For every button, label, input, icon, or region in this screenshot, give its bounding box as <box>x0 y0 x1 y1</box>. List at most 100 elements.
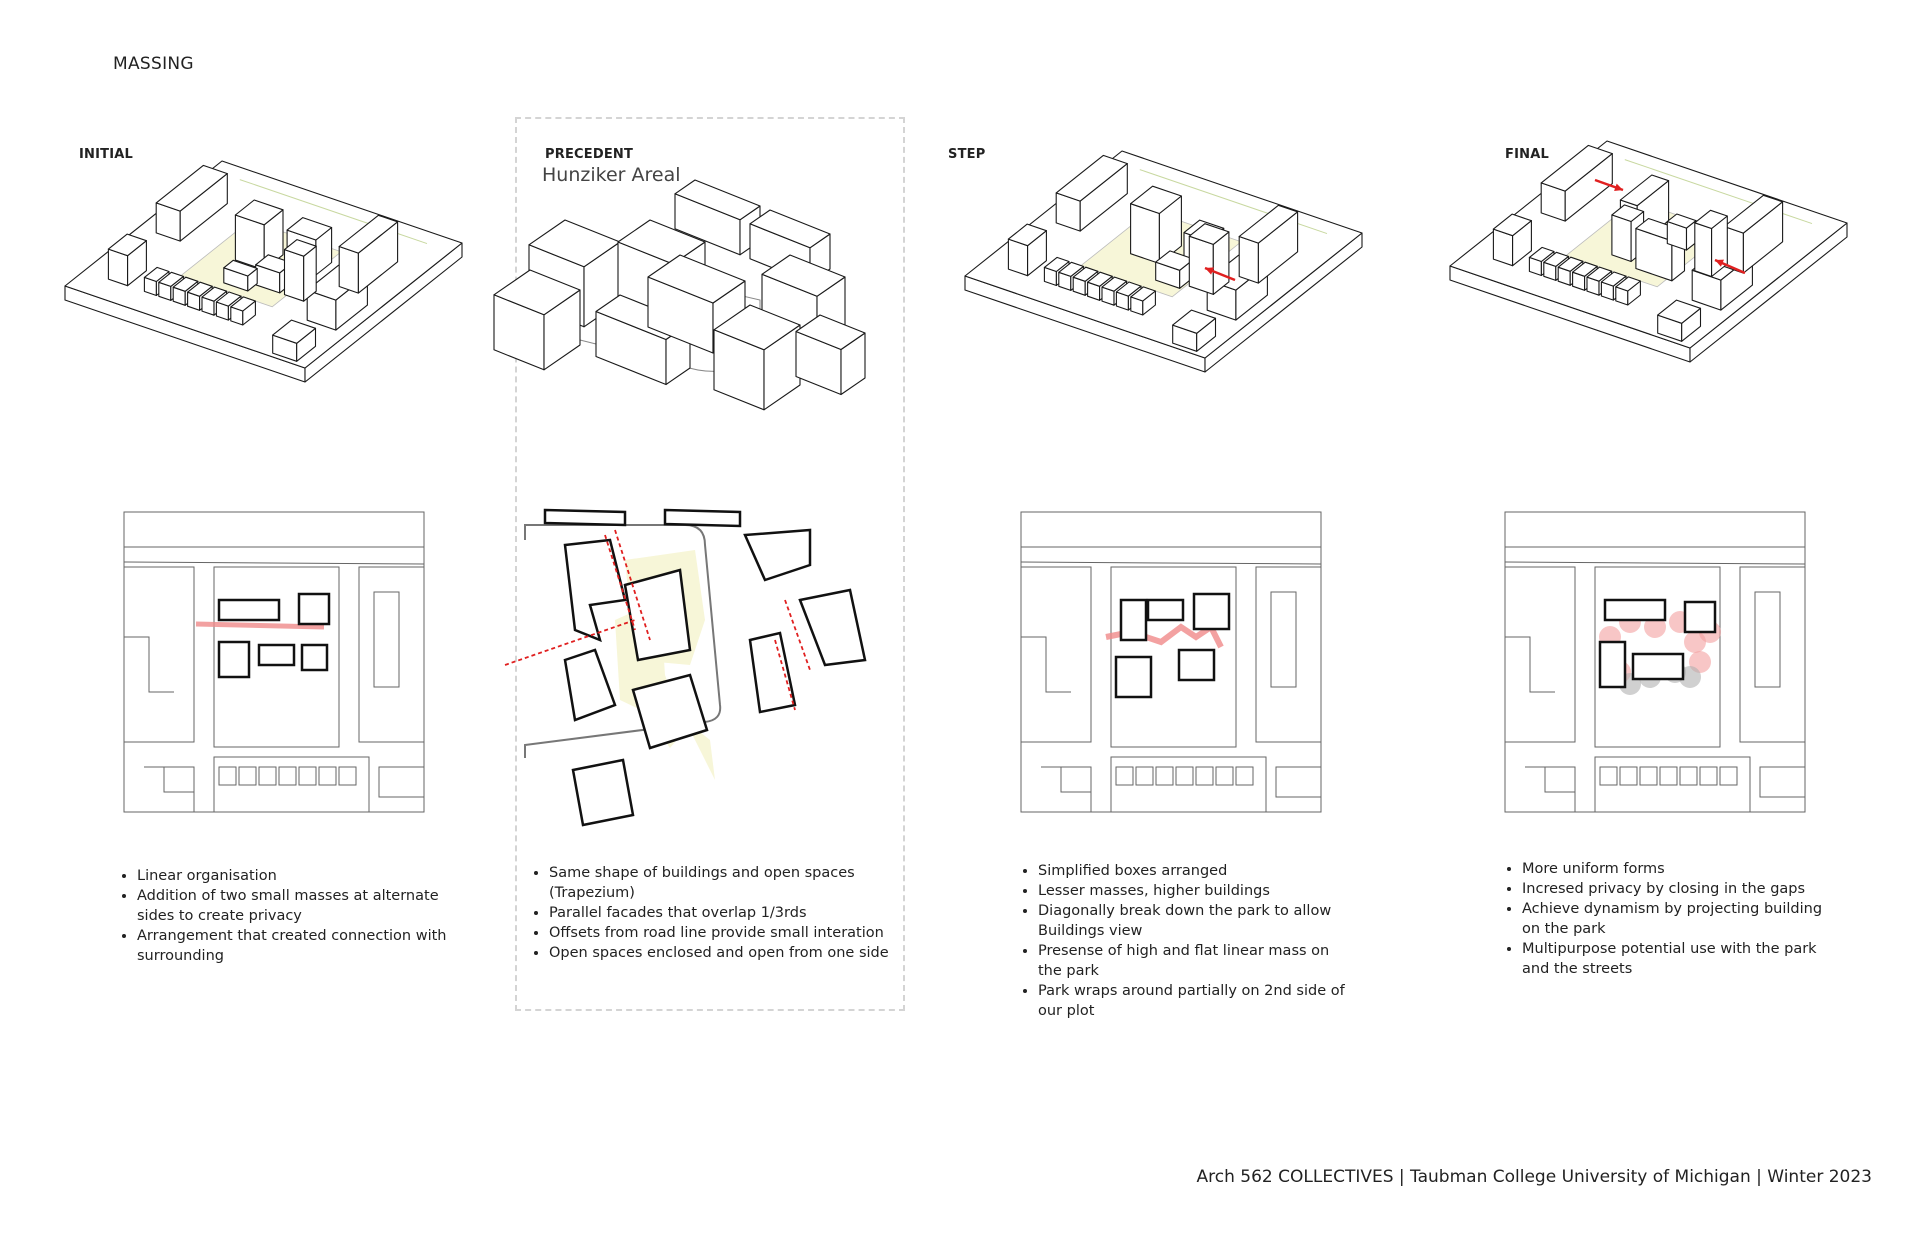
proposed-mass <box>1188 223 1230 245</box>
rowhouse <box>1215 766 1234 786</box>
block <box>623 568 692 662</box>
precedent-building <box>674 179 761 221</box>
rowhouse <box>1072 266 1099 282</box>
proposed-mass <box>300 643 329 672</box>
context-building <box>1172 309 1217 334</box>
context-building <box>1238 235 1259 284</box>
iso-massing-initial <box>64 160 463 383</box>
rowhouse <box>1528 246 1555 263</box>
block-outline <box>1594 756 1751 813</box>
proposed-mass <box>1611 214 1632 263</box>
block <box>563 538 627 643</box>
proposed-mass <box>1683 600 1717 634</box>
proposed-mass <box>1603 598 1667 622</box>
overlap-line <box>774 639 796 711</box>
block-outline <box>1021 636 1071 693</box>
proposed-mass <box>1188 235 1214 295</box>
rowhouse <box>1235 766 1254 786</box>
block-outline <box>1110 756 1267 813</box>
proposed-mass <box>1694 222 1713 278</box>
note: Open spaces enclosed and open from one s… <box>549 943 889 963</box>
label-initial: INITIAL <box>79 147 134 162</box>
footer-credit: Arch 562 COLLECTIVES | Taubman College U… <box>1196 1167 1872 1187</box>
block-outline <box>1505 636 1555 693</box>
rowhouse <box>298 766 317 786</box>
initial-notes: Linear organisation Addition of two smal… <box>121 866 447 966</box>
note: Multipurpose potential use with the park… <box>1522 939 1832 979</box>
rowhouse <box>1543 251 1569 267</box>
proposed-mass <box>283 239 317 257</box>
block-outline <box>1759 766 1806 798</box>
proposed-mass <box>1119 598 1148 642</box>
context-building <box>1492 213 1532 237</box>
overlap-line <box>614 529 651 641</box>
proposed-mass <box>1598 640 1627 689</box>
label-precedent: PRECEDENT <box>545 147 634 162</box>
street-line <box>123 561 425 565</box>
proposed-mass <box>1619 174 1670 207</box>
site-outline <box>213 566 340 748</box>
note: Same shape of buildings and open spaces … <box>549 863 889 903</box>
block-outline <box>1021 566 1092 743</box>
rowhouse <box>1135 766 1154 786</box>
proposed-mass <box>217 640 251 679</box>
proposed-mass <box>1611 204 1645 223</box>
rowhouse <box>158 271 184 287</box>
proposed-mass <box>1146 598 1185 622</box>
rowhouse <box>1557 256 1584 272</box>
street-line <box>1020 561 1322 565</box>
block-outline <box>213 756 370 813</box>
proposed-mass <box>1666 213 1697 229</box>
proposed-mass <box>1631 652 1685 681</box>
rowhouse <box>1600 271 1627 287</box>
plan-step <box>1020 511 1322 813</box>
rowhouse <box>1130 286 1156 302</box>
block <box>798 588 867 667</box>
tree-red <box>1644 616 1666 638</box>
block-outline <box>358 566 425 743</box>
rowhouse <box>338 766 357 786</box>
block-outline <box>1275 766 1322 798</box>
proposed-mass <box>1177 648 1216 682</box>
note: More uniform forms <box>1522 859 1832 879</box>
precedent-building <box>795 314 866 351</box>
rowhouse <box>1572 261 1598 277</box>
rowhouse <box>1599 766 1618 786</box>
final-notes: More uniform forms Incresed privacy by c… <box>1506 859 1832 979</box>
arrow-head <box>1614 183 1623 191</box>
precedent-building <box>713 304 801 351</box>
iso-massing-precedent <box>493 179 866 411</box>
rowhouse <box>172 276 199 292</box>
context-building <box>272 319 317 344</box>
context-building <box>1238 204 1299 244</box>
precedent-building <box>761 254 846 297</box>
proposed-mass <box>217 598 281 622</box>
rowhouse <box>258 766 277 786</box>
context-building <box>338 214 399 254</box>
plan-final <box>1504 511 1806 813</box>
block <box>571 758 635 827</box>
step-notes: Simplified boxes arranged Lesser masses,… <box>1022 861 1348 1021</box>
rowhouse <box>1087 271 1113 287</box>
block-outline <box>1739 566 1806 743</box>
block-outline <box>124 566 195 743</box>
rowhouse <box>1679 766 1698 786</box>
arrow-head <box>1715 259 1724 267</box>
note: Achieve dynamism by projecting building … <box>1522 899 1832 939</box>
rowhouse <box>1115 281 1142 297</box>
block-outline <box>1525 766 1576 812</box>
rowhouse <box>1719 766 1738 786</box>
overlap-line <box>504 619 636 666</box>
rowhouse <box>238 766 257 786</box>
rowhouse <box>1615 276 1641 292</box>
rowhouse <box>1195 766 1214 786</box>
street-line <box>1504 561 1806 565</box>
proposed-mass <box>257 643 296 667</box>
context-building <box>1657 299 1702 324</box>
overlap-line <box>784 599 811 671</box>
label-final: FINAL <box>1505 147 1549 162</box>
context-building <box>338 245 359 294</box>
note: Diagonally break down the park to allow … <box>1038 901 1348 941</box>
rowhouse <box>1115 766 1134 786</box>
